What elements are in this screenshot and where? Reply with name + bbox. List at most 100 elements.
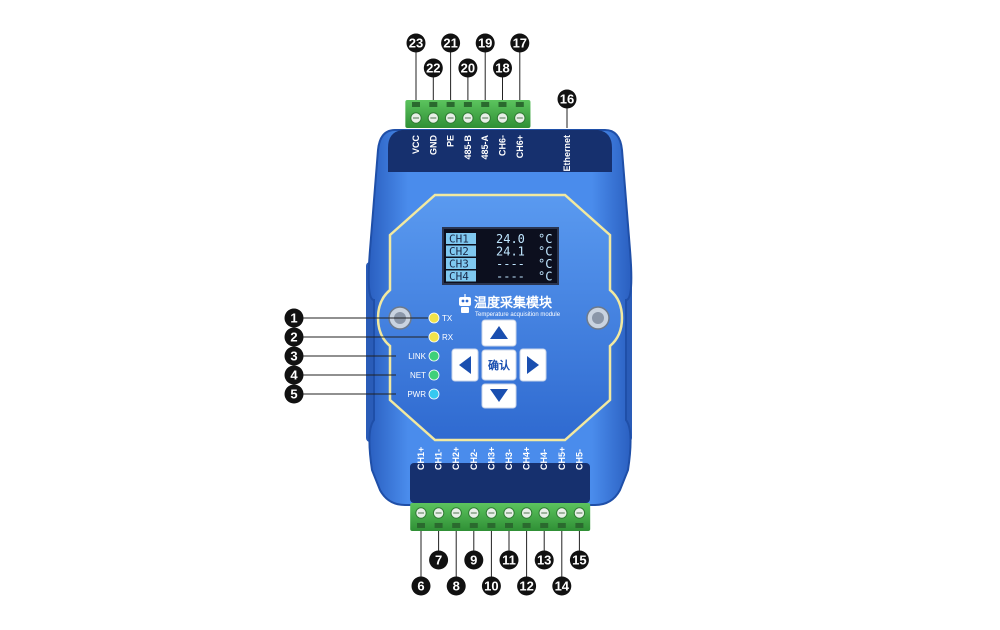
led-label: TX [442,314,453,323]
left-button[interactable] [451,348,479,382]
terminal-screw [485,507,498,519]
callout-number: 14 [555,579,570,594]
terminal-slot [540,523,549,528]
terminal-slot [434,523,443,528]
bottom-label-band [410,463,590,503]
lcd-channel-label: CH1 [449,233,469,246]
terminal-label: VCC [411,135,421,155]
terminal-label: 485-A [480,135,490,160]
led-label: RX [442,333,454,342]
callout-number: 17 [513,36,527,51]
terminal-label: CH4- [539,449,549,470]
terminal-slot [469,523,478,528]
terminal-slot [452,523,461,528]
module-title-en: Temperature acquisition module [475,312,561,318]
led-label: PWR [407,390,426,399]
lcd-channel-label: CH3 [449,258,469,271]
callout-12: 12 [517,531,537,596]
callout-9: 9 [464,531,484,570]
callout-number: 8 [453,579,460,594]
callout-21: 21 [441,33,461,100]
terminal-label: CH2+ [451,447,461,470]
callout-number: 6 [417,579,424,594]
lcd-channel-tag [446,270,476,282]
terminal-screw [410,112,422,124]
terminal-label: CH6+ [515,135,525,158]
callout-15: 15 [569,531,589,570]
terminal-screw [432,507,445,519]
down-button[interactable] [481,383,517,409]
lcd-unit: °C [538,232,552,246]
lcd-channel-tag [446,245,476,257]
callout-8: 8 [446,531,466,596]
terminal-slot [487,523,496,528]
callout-number: 21 [443,36,457,51]
terminal-screw [503,507,515,519]
lcd-unit: °C [538,270,552,284]
terminal-slot [412,102,420,107]
robot-icon [459,294,471,313]
callout-11: 11 [499,531,519,570]
callout-6: 6 [411,531,431,596]
terminal-label: 485-B [463,135,473,160]
terminal-label: CH1- [434,449,444,470]
led-tx: TX [428,312,453,324]
terminal-slot [557,523,566,528]
callout-number: 20 [461,61,475,76]
lcd-channel-label: CH2 [449,245,469,258]
callout-number: 1 [290,311,297,326]
callout-number: 11 [502,553,516,568]
terminal-screw [415,507,427,519]
lcd-value: ---- [496,270,525,284]
callout-number: 18 [495,61,509,76]
terminal-slot [522,523,531,528]
terminal-slot [446,102,455,107]
terminal-slot [575,523,584,528]
callout-number: 13 [537,553,551,568]
callout-number: 3 [290,349,297,364]
callout-number: 5 [290,387,297,402]
callout-13: 13 [534,531,554,570]
callout-number: 7 [435,553,442,568]
terminal-screw [479,112,491,124]
terminal-slot [417,523,425,528]
right-button[interactable] [519,348,547,382]
ethernet-label: Ethernet [562,135,572,172]
lcd-unit: °C [538,245,552,259]
terminal-label: CH4+ [522,447,532,470]
callout-5: 5 [284,384,396,404]
callout-number: 15 [572,553,586,568]
terminal-label: CH5- [574,449,584,470]
terminal-slot [515,102,524,107]
led-label: NET [410,371,426,380]
terminal-slot [498,102,507,107]
terminal-screw [496,112,509,124]
lcd-channel-label: CH4 [449,270,469,283]
terminal-slot [429,102,438,107]
callout-2: 2 [284,327,428,347]
terminal-screw [462,112,474,124]
callout-14: 14 [552,531,572,596]
led-pwr: PWR [407,388,440,400]
callout-number: 19 [478,36,492,51]
confirm-button[interactable]: 确认 [481,349,517,381]
callout-23: 23 [406,33,426,100]
terminal-slot [505,523,513,528]
lcd-unit: °C [538,257,552,271]
callout-16: 16 [557,89,577,128]
lcd-value: 24.1 [496,245,525,259]
lcd-value: 24.0 [496,232,525,246]
callout-10: 10 [481,531,501,596]
callout-3: 3 [284,346,396,366]
up-button[interactable] [481,319,517,347]
callout-22: 22 [423,58,443,100]
led-link: LINK [408,350,440,362]
callout-number: 23 [409,36,423,51]
terminal-screw [556,507,568,519]
lcd-channel-tag [446,258,476,269]
led-net: NET [410,369,440,381]
terminal-label: CH3+ [486,447,496,470]
confirm-button-label: 确认 [488,358,511,372]
terminal-label: CH5+ [557,447,567,470]
